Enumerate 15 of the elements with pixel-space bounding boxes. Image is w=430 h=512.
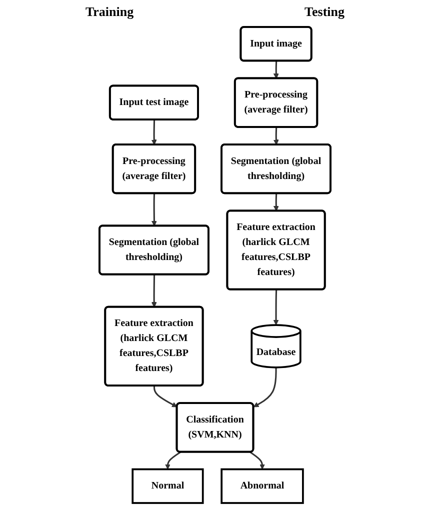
arrow [273,61,279,79]
column-heading: Training [85,4,134,21]
arrow [253,367,277,408]
node-box: Normal [132,468,204,504]
column-heading: Testing [304,4,345,21]
arrow [164,451,181,470]
arrow [273,193,279,212]
node-box: Abnormal [220,468,304,504]
arrow [151,274,157,308]
arrow [250,451,266,470]
arrow [151,193,157,226]
arrow [273,290,279,326]
arrow [151,120,157,145]
arrow [273,127,279,145]
arrow [153,386,178,408]
